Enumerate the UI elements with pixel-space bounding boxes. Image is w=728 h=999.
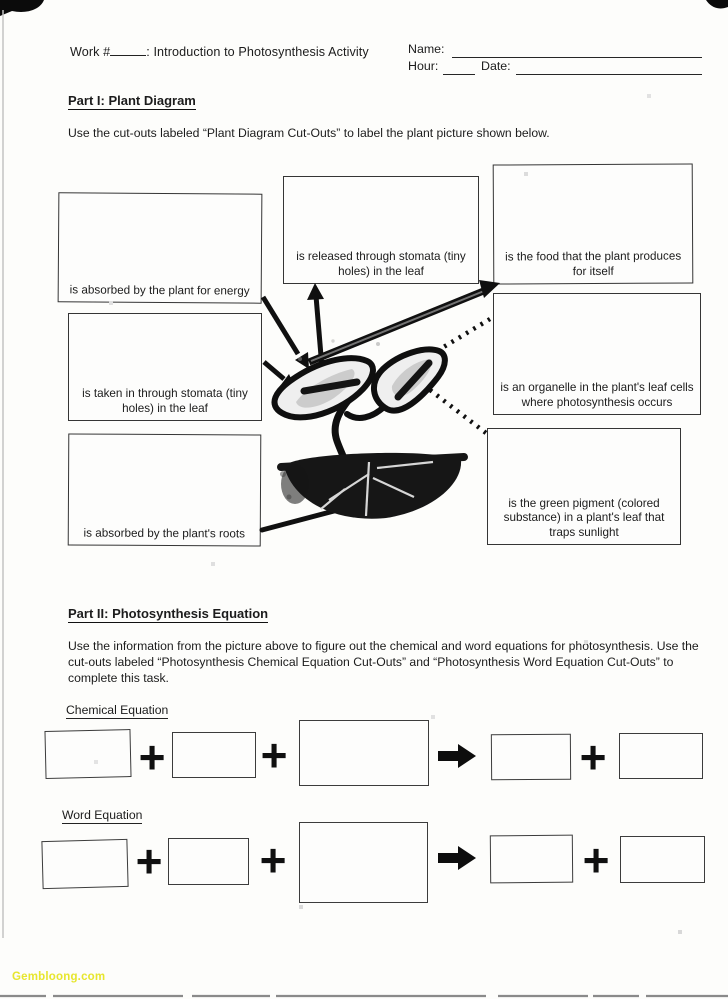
date-label: Date:	[481, 59, 511, 73]
label-box-taken-in-stomata: is taken in through stomata (tiny holes)…	[68, 313, 262, 421]
word-slot-5	[620, 836, 705, 883]
name-label: Name:	[408, 42, 445, 56]
label-box-text: is an organelle in the plant's leaf cell…	[500, 381, 694, 409]
part2-instruction: Use the information from the picture abo…	[68, 639, 699, 686]
part2-heading: Part II: Photosynthesis Equation	[68, 606, 269, 623]
label-box-food-produced: is the food that the plant produces for …	[492, 163, 694, 285]
part1-heading: Part I: Plant Diagram	[68, 93, 196, 110]
chemical-slot-2	[172, 732, 256, 778]
chemical-slot-5	[619, 733, 703, 779]
chemical-slot-3	[299, 720, 429, 786]
watermark: Gembloong.com	[12, 971, 106, 983]
part1-instruction: Use the cut-outs labeled “Plant Diagram …	[68, 126, 550, 140]
hour-blank-line	[443, 74, 475, 75]
label-box-text: is absorbed by the plant for energy	[69, 283, 250, 298]
word-slot-1	[41, 838, 129, 890]
label-box-text: is the green pigment (colored substance)…	[503, 497, 665, 539]
chemical-slot-1	[44, 729, 132, 779]
label-box-absorbed-for-energy: is absorbed by the plant for energy	[57, 192, 263, 304]
word-slot-2	[168, 838, 249, 885]
worksheet-title-text: : Introduction to Photosynthesis Activit…	[146, 45, 369, 59]
worksheet-title: Work # : Introduction to Photosynthesis A…	[70, 44, 369, 59]
work-number-blank	[110, 44, 147, 56]
arrow-right-icon	[438, 744, 476, 768]
label-box-green-pigment: is the green pigment (colored substance)…	[487, 428, 681, 545]
label-box-released-stomata: is released through stomata (tiny holes)…	[283, 176, 479, 284]
label-box-text: is released through stomata (tiny holes)…	[296, 250, 466, 278]
work-number-prefix: Work #	[70, 45, 111, 59]
hour-label: Hour:	[408, 59, 439, 73]
chemical-slot-4	[490, 733, 572, 781]
label-box-text: is taken in through stomata (tiny holes)…	[82, 387, 248, 415]
arrow-right-icon	[438, 846, 476, 870]
plant-illustration	[271, 339, 468, 519]
word-equation-label: Word Equation	[62, 808, 143, 824]
label-box-absorbed-roots: is absorbed by the plant's roots	[67, 433, 262, 547]
label-box-organelle: is an organelle in the plant's leaf cell…	[493, 293, 701, 415]
connector-arrows	[259, 280, 500, 533]
date-blank-line	[516, 74, 702, 75]
label-box-text: is the food that the plant produces for …	[505, 250, 682, 278]
scan-noise	[0, 0, 2, 2]
word-slot-4	[489, 834, 574, 884]
label-box-text: is absorbed by the plant's roots	[83, 526, 246, 541]
name-blank-line	[452, 57, 702, 58]
word-slot-3	[299, 822, 428, 903]
chemical-equation-label: Chemical Equation	[66, 703, 169, 719]
